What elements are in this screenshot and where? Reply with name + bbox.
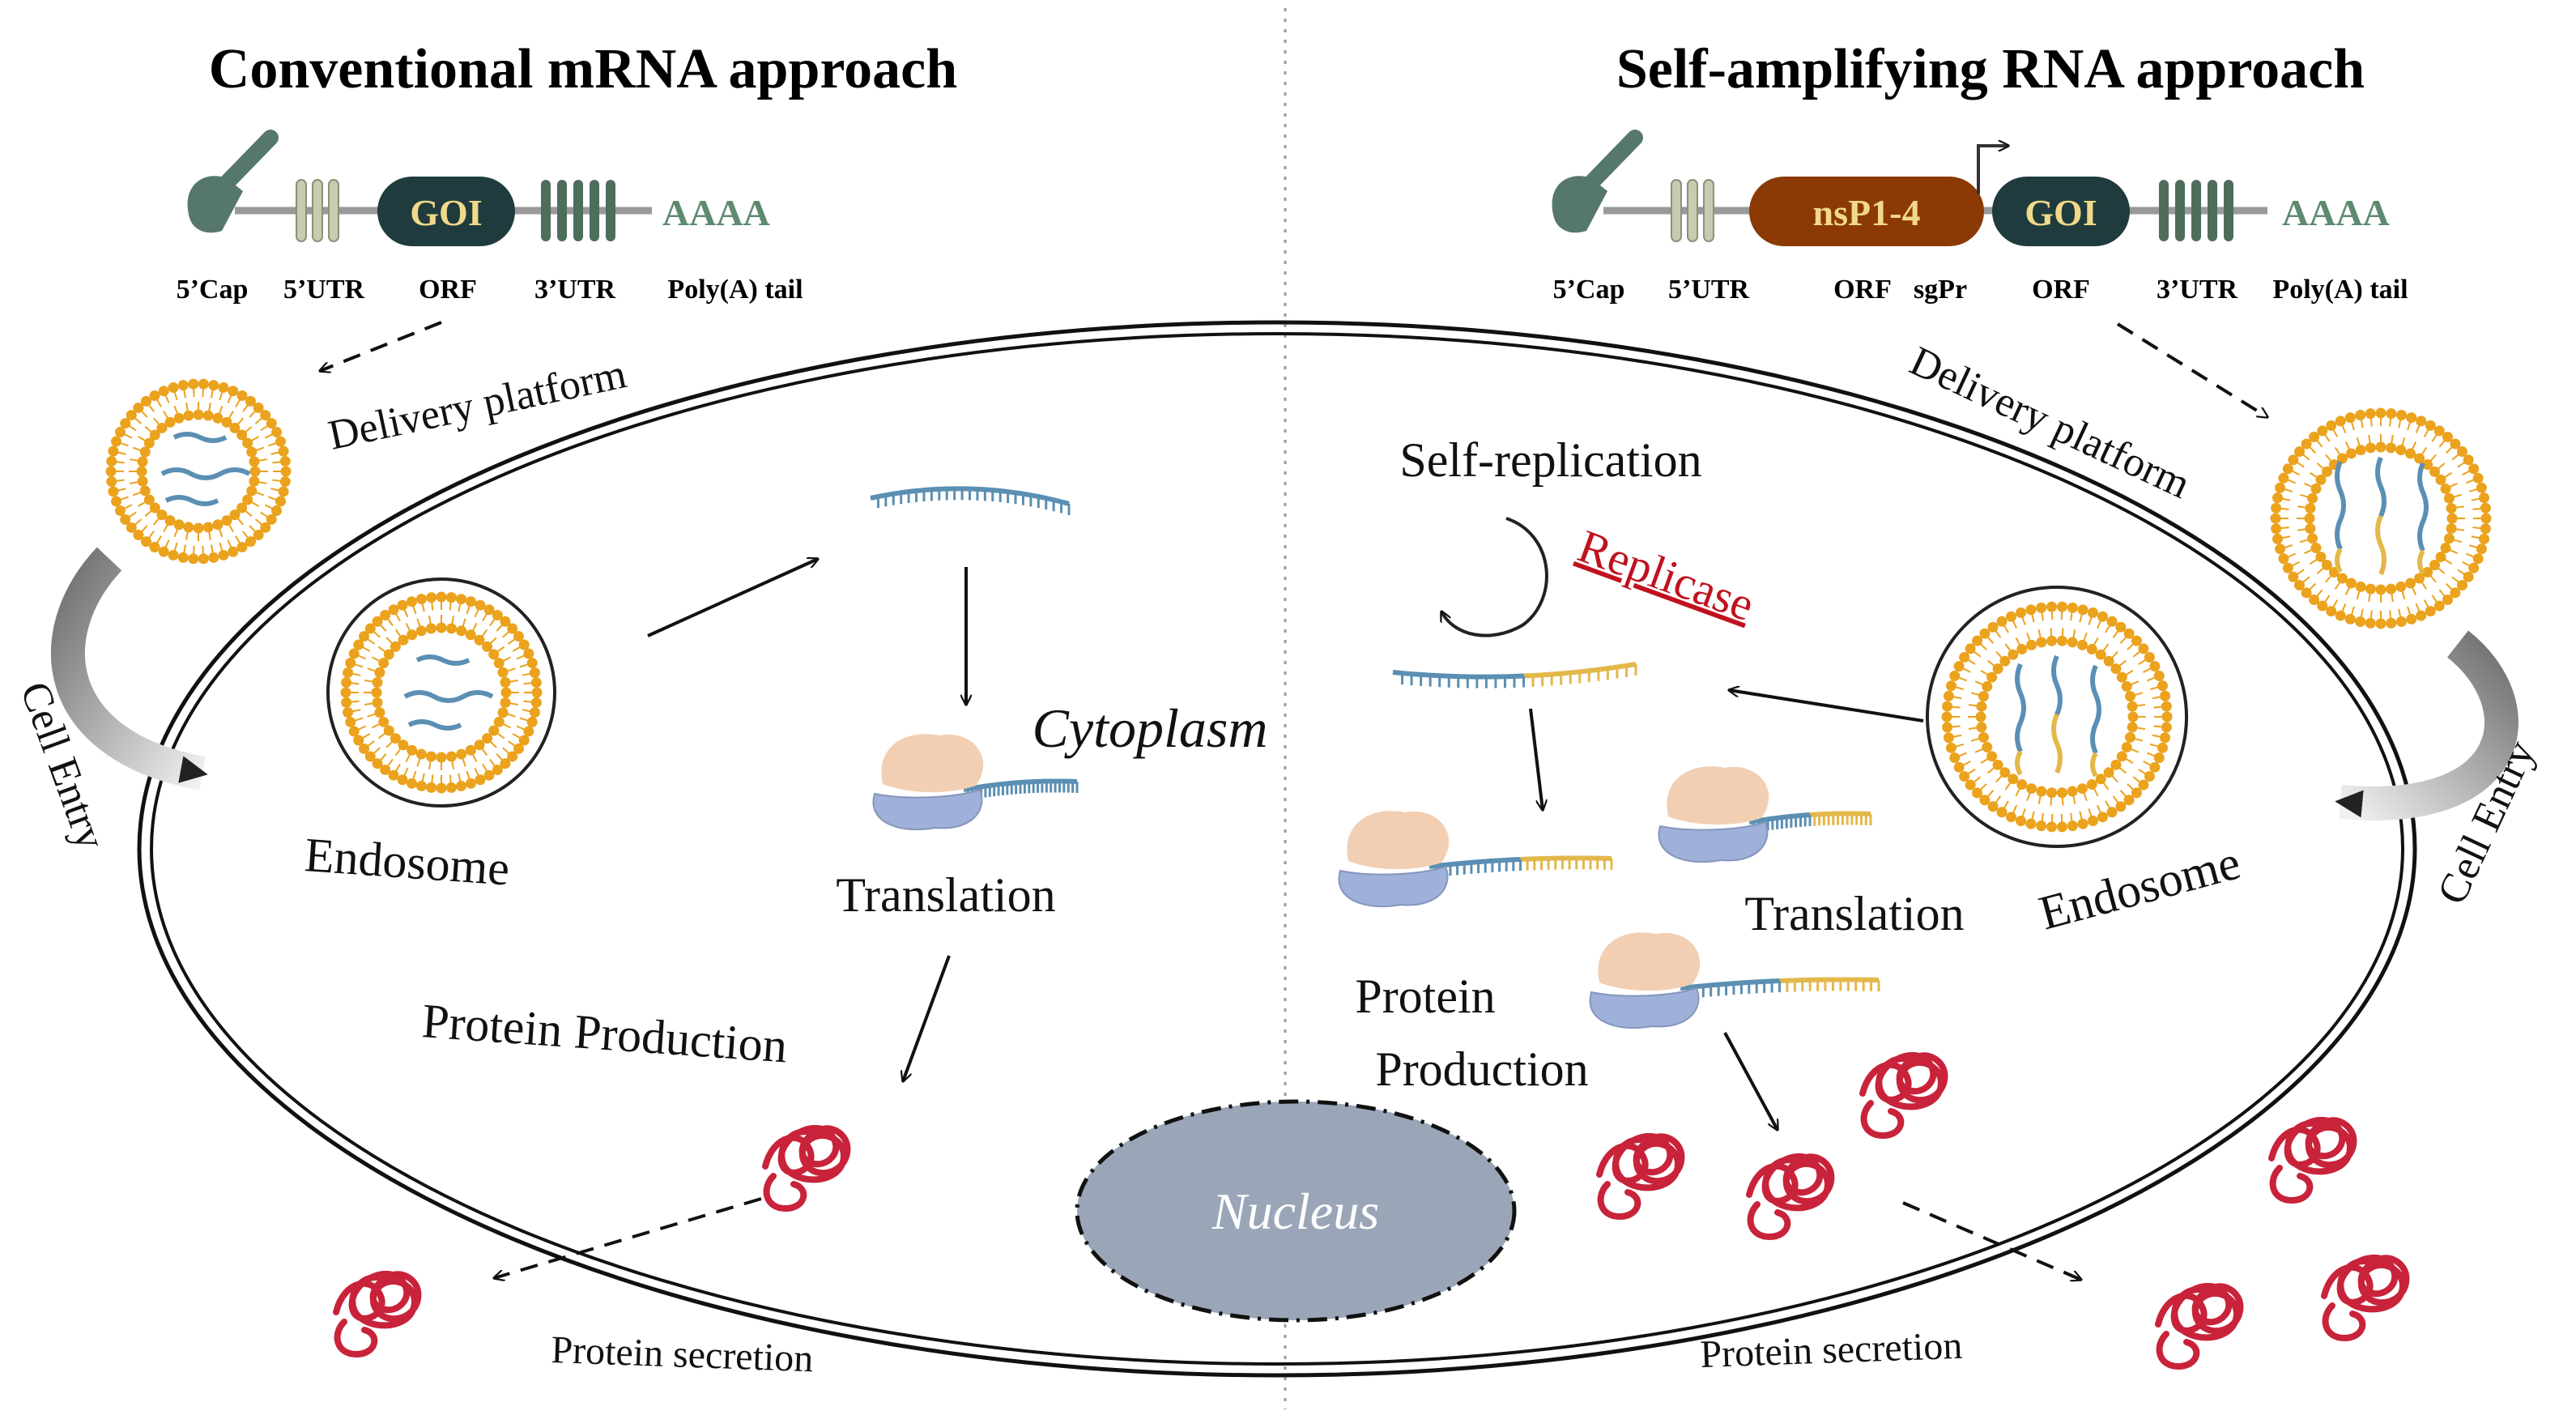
right-ribosome-1 [1338, 811, 1613, 908]
subgenomic-promoter-icon [1977, 146, 2008, 194]
cap-icon [1552, 130, 1643, 233]
protein-icon [1596, 1132, 1685, 1220]
right-production-arrow [1723, 1032, 1778, 1130]
nucleus [1075, 1099, 1517, 1323]
protein-icon [1746, 1153, 1835, 1240]
right-title: Self-amplifying RNA approach [1616, 38, 2365, 100]
protein-icon [2155, 1282, 2244, 1370]
nsp-label: nsP1-4 [1813, 192, 1921, 233]
label-polya: Poly(A) tail [2272, 275, 2408, 305]
left-title: Conventional mRNA approach [209, 38, 957, 100]
label-5cap: 5’Cap [177, 275, 249, 305]
protein-icon [2268, 1116, 2357, 1204]
replicase-label: Replicase [1572, 519, 1761, 631]
right-ribosome-3 [1589, 932, 1880, 1029]
goi-orf-block [1992, 177, 2130, 246]
right-cell-entry-arrow [2335, 630, 2519, 820]
nucleus-label: Nucleus [1211, 1183, 1379, 1240]
left-release-arrow [647, 559, 818, 637]
right-protein-production-1: Protein [1355, 970, 1495, 1023]
label-5cap: 5’Cap [1553, 275, 1625, 305]
cap-icon [187, 130, 279, 233]
left-construct: GOI AAAA 5’Cap 5’UTR ORF 3’UTR Poly(A) t… [177, 130, 803, 305]
right-release-arrow [1729, 690, 1924, 722]
label-3utr: 3’UTR [2157, 275, 2238, 305]
left-translation-label: Translation [836, 868, 1055, 922]
right-delivery-lnp [2267, 405, 2494, 632]
protein-icon [2321, 1254, 2410, 1341]
goi-label: GOI [2025, 192, 2097, 233]
left-production-arrow [903, 955, 951, 1081]
protein-icon [333, 1270, 422, 1357]
right-secretion-arrow [1902, 1201, 2081, 1280]
goi-orf-block [377, 177, 515, 246]
left-cell-entry-arrow [51, 547, 208, 791]
left-delivery-arrow [320, 321, 442, 371]
left-ribosome [872, 734, 1079, 831]
nsp-orf-block [1749, 177, 1984, 246]
label-sgpr: sgPr [1914, 275, 1967, 305]
left-protein-production: Protein Production [420, 994, 789, 1072]
left-free-mrna [870, 486, 1071, 515]
right-translation-label: Translation [1744, 887, 1964, 940]
right-ribosome-2 [1658, 766, 1872, 863]
right-endosome [1926, 586, 2188, 848]
utr3-block [541, 180, 615, 241]
goi-label: GOI [410, 192, 482, 233]
label-5utr: 5’UTR [1668, 275, 1750, 305]
label-orf-2: ORF [2032, 275, 2090, 305]
self-replication-arrow [1440, 517, 1548, 637]
right-protein-production-2: Production [1375, 1042, 1588, 1096]
left-endosome [326, 578, 556, 808]
left-delivery-lnp [104, 377, 292, 565]
label-polya: Poly(A) tail [667, 275, 803, 305]
label-3utr: 3’UTR [534, 275, 616, 305]
right-free-sarna [1392, 662, 1637, 688]
label-orf: ORF [419, 275, 477, 305]
left-protein-secretion: Protein secretion [551, 1328, 815, 1380]
label-5utr: 5’UTR [283, 275, 365, 305]
protein-icon [1859, 1051, 1948, 1139]
right-protein-secretion: Protein secretion [1700, 1324, 1964, 1376]
utr5-block [296, 179, 339, 242]
polya-tail: AAAA [662, 192, 770, 233]
cell-membrane [137, 320, 2417, 1378]
protein-icon [762, 1124, 851, 1212]
right-endosome-label: Endosome [2033, 835, 2246, 940]
label-orf: ORF [1833, 275, 1892, 305]
right-delivery-arrow [2116, 322, 2267, 417]
utr5-block [1671, 179, 1714, 242]
cytoplasm-label: Cytoplasm [1033, 697, 1268, 759]
polya-tail: AAAA [2282, 192, 2390, 233]
self-replication-label: Self-replication [1399, 433, 1701, 487]
right-construct: nsP1-4 GOI AAAA 5’Cap 5’UTR ORF sgPr ORF… [1552, 130, 2408, 305]
left-endosome-label: Endosome [303, 828, 511, 896]
utr3-block [2159, 180, 2233, 241]
right-translation-arrow [1529, 708, 1543, 810]
left-secretion-arrow [494, 1197, 762, 1278]
